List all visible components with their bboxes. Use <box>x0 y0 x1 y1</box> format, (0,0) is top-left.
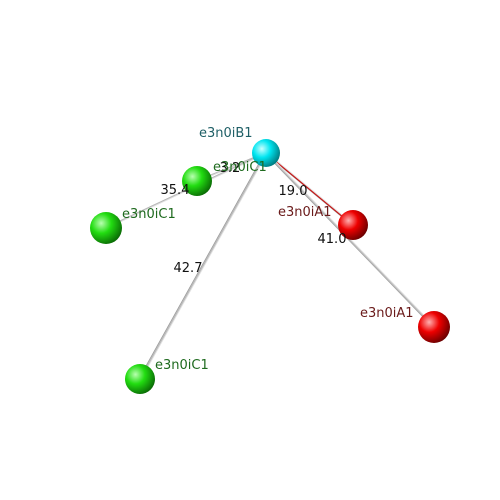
distance-label: 19.0 <box>279 184 308 199</box>
bond-line <box>265 152 435 328</box>
atom-layer <box>90 139 450 394</box>
atom-sphere-A1a[interactable] <box>338 210 368 240</box>
bond-layer <box>104 152 436 380</box>
distance-label: 35.4 <box>161 183 190 198</box>
atom-label: e3n0iC1 <box>122 207 176 222</box>
atom-sphere-B1[interactable] <box>252 139 280 167</box>
distance-label: 42.7 <box>174 261 203 276</box>
distance-label: 3.2 <box>220 161 241 176</box>
distance-label: 41.0 <box>318 232 347 247</box>
atom-label: e3n0iA1 <box>360 306 414 321</box>
bond-line <box>264 152 434 328</box>
atom-label: e3n0iC1 <box>155 358 209 373</box>
atom-label: e3n0iB1 <box>199 126 253 141</box>
atom-sphere-C1c[interactable] <box>125 364 155 394</box>
bond-B1-A1b <box>264 152 436 328</box>
atom-sphere-A1b[interactable] <box>418 311 450 343</box>
label-layer: 3.2 35.4 42.7 19.0 41.0 e3n0iB1 e3n0iC1 e3n0iC1… <box>122 126 414 373</box>
bond-line <box>139 152 267 380</box>
bond-line <box>266 152 436 328</box>
atom-sphere-C1b[interactable] <box>90 212 122 244</box>
bond-line <box>266 152 355 226</box>
bond-line <box>265 152 354 226</box>
atom-label: e3n0iC1 <box>213 160 267 175</box>
atom-sphere-C1a[interactable] <box>182 166 212 196</box>
bond-B1-C1c <box>138 152 268 380</box>
bond-line <box>140 152 268 380</box>
bond-line <box>138 152 266 380</box>
atom-label: e3n0iA1 <box>278 205 332 220</box>
